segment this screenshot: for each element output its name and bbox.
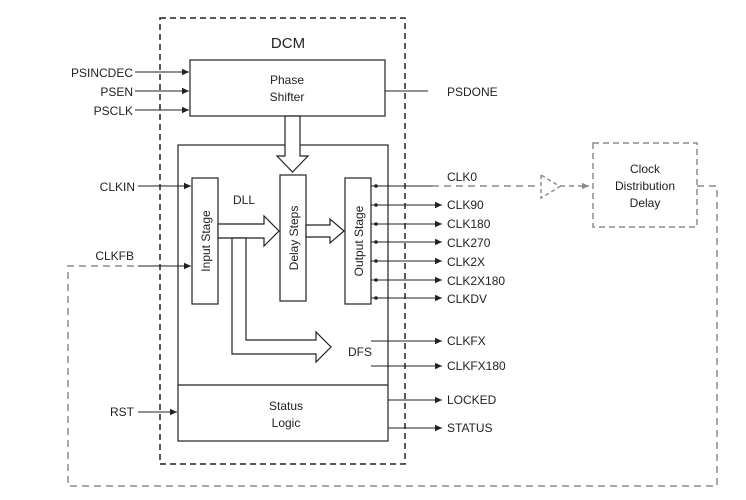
clock-distribution-label-line2: Distribution [615,179,675,193]
tap-dot-clk2x180 [374,278,378,282]
dll-label: DLL [233,193,255,207]
status-logic-label-line2: Logic [272,416,301,430]
clock-buffer-triangle [540,173,562,200]
status-logic-label-line1: Status [269,399,303,413]
delay-steps-label: Delay Steps [287,206,301,271]
psclk-label: PSCLK [94,104,133,118]
psen-label: PSEN [100,85,133,99]
clkfb-label: CLKFB [95,249,134,263]
feedback-return-dashed [67,185,718,487]
psdone-label: PSDONE [447,85,498,99]
dcm-boundary [159,17,406,465]
tap-dot-clk180 [374,222,378,226]
clk0-label: CLK0 [447,170,477,184]
phase-to-delay-arrow [275,115,310,173]
rst-label: RST [110,405,135,419]
clkfx-label: CLKFX [447,334,486,348]
clock-distribution-label-line3: Delay [630,196,661,210]
clock-distribution-label-line1: Clock [630,162,661,176]
input-to-dfs-arrow [231,237,332,364]
tap-dot-clk0 [374,184,378,188]
clk90-label: CLK90 [447,198,484,212]
psincdec-label: PSINCDEC [71,66,133,80]
output-tap-dots [374,184,378,300]
clkdv-label: CLKDV [447,292,487,306]
phase-shifter-label-line1: Phase [270,73,304,87]
clk2x-label: CLK2X [447,255,485,269]
status-label: STATUS [447,421,493,435]
delay-steps-block [279,174,307,302]
clk180-label: CLK180 [447,217,491,231]
clock-distribution-delay-block [592,142,698,228]
clk270-label: CLK270 [447,236,491,250]
tap-dot-clk270 [374,240,378,244]
input-stage-block [191,177,219,305]
tap-dot-clk90 [374,203,378,207]
input-to-delay-arrow [217,214,280,248]
clkin-label: CLKIN [100,180,135,194]
delay-to-output-arrow [305,217,345,245]
output-stage-block [344,177,372,305]
locked-label: LOCKED [447,393,497,407]
phase-shifter-block [189,59,386,117]
tap-dot-clkdv [374,296,378,300]
clkfx180-label: CLKFX180 [447,359,506,373]
clk2x180-label: CLK2X180 [447,274,505,288]
tap-dot-clk2x [374,259,378,263]
input-stage-label: Input Stage [199,210,213,272]
phase-shifter-label-line2: Shifter [270,90,305,104]
dcm-title: DCM [271,35,305,52]
output-stage-label: Output Stage [352,205,366,276]
dfs-label: DFS [348,345,372,359]
